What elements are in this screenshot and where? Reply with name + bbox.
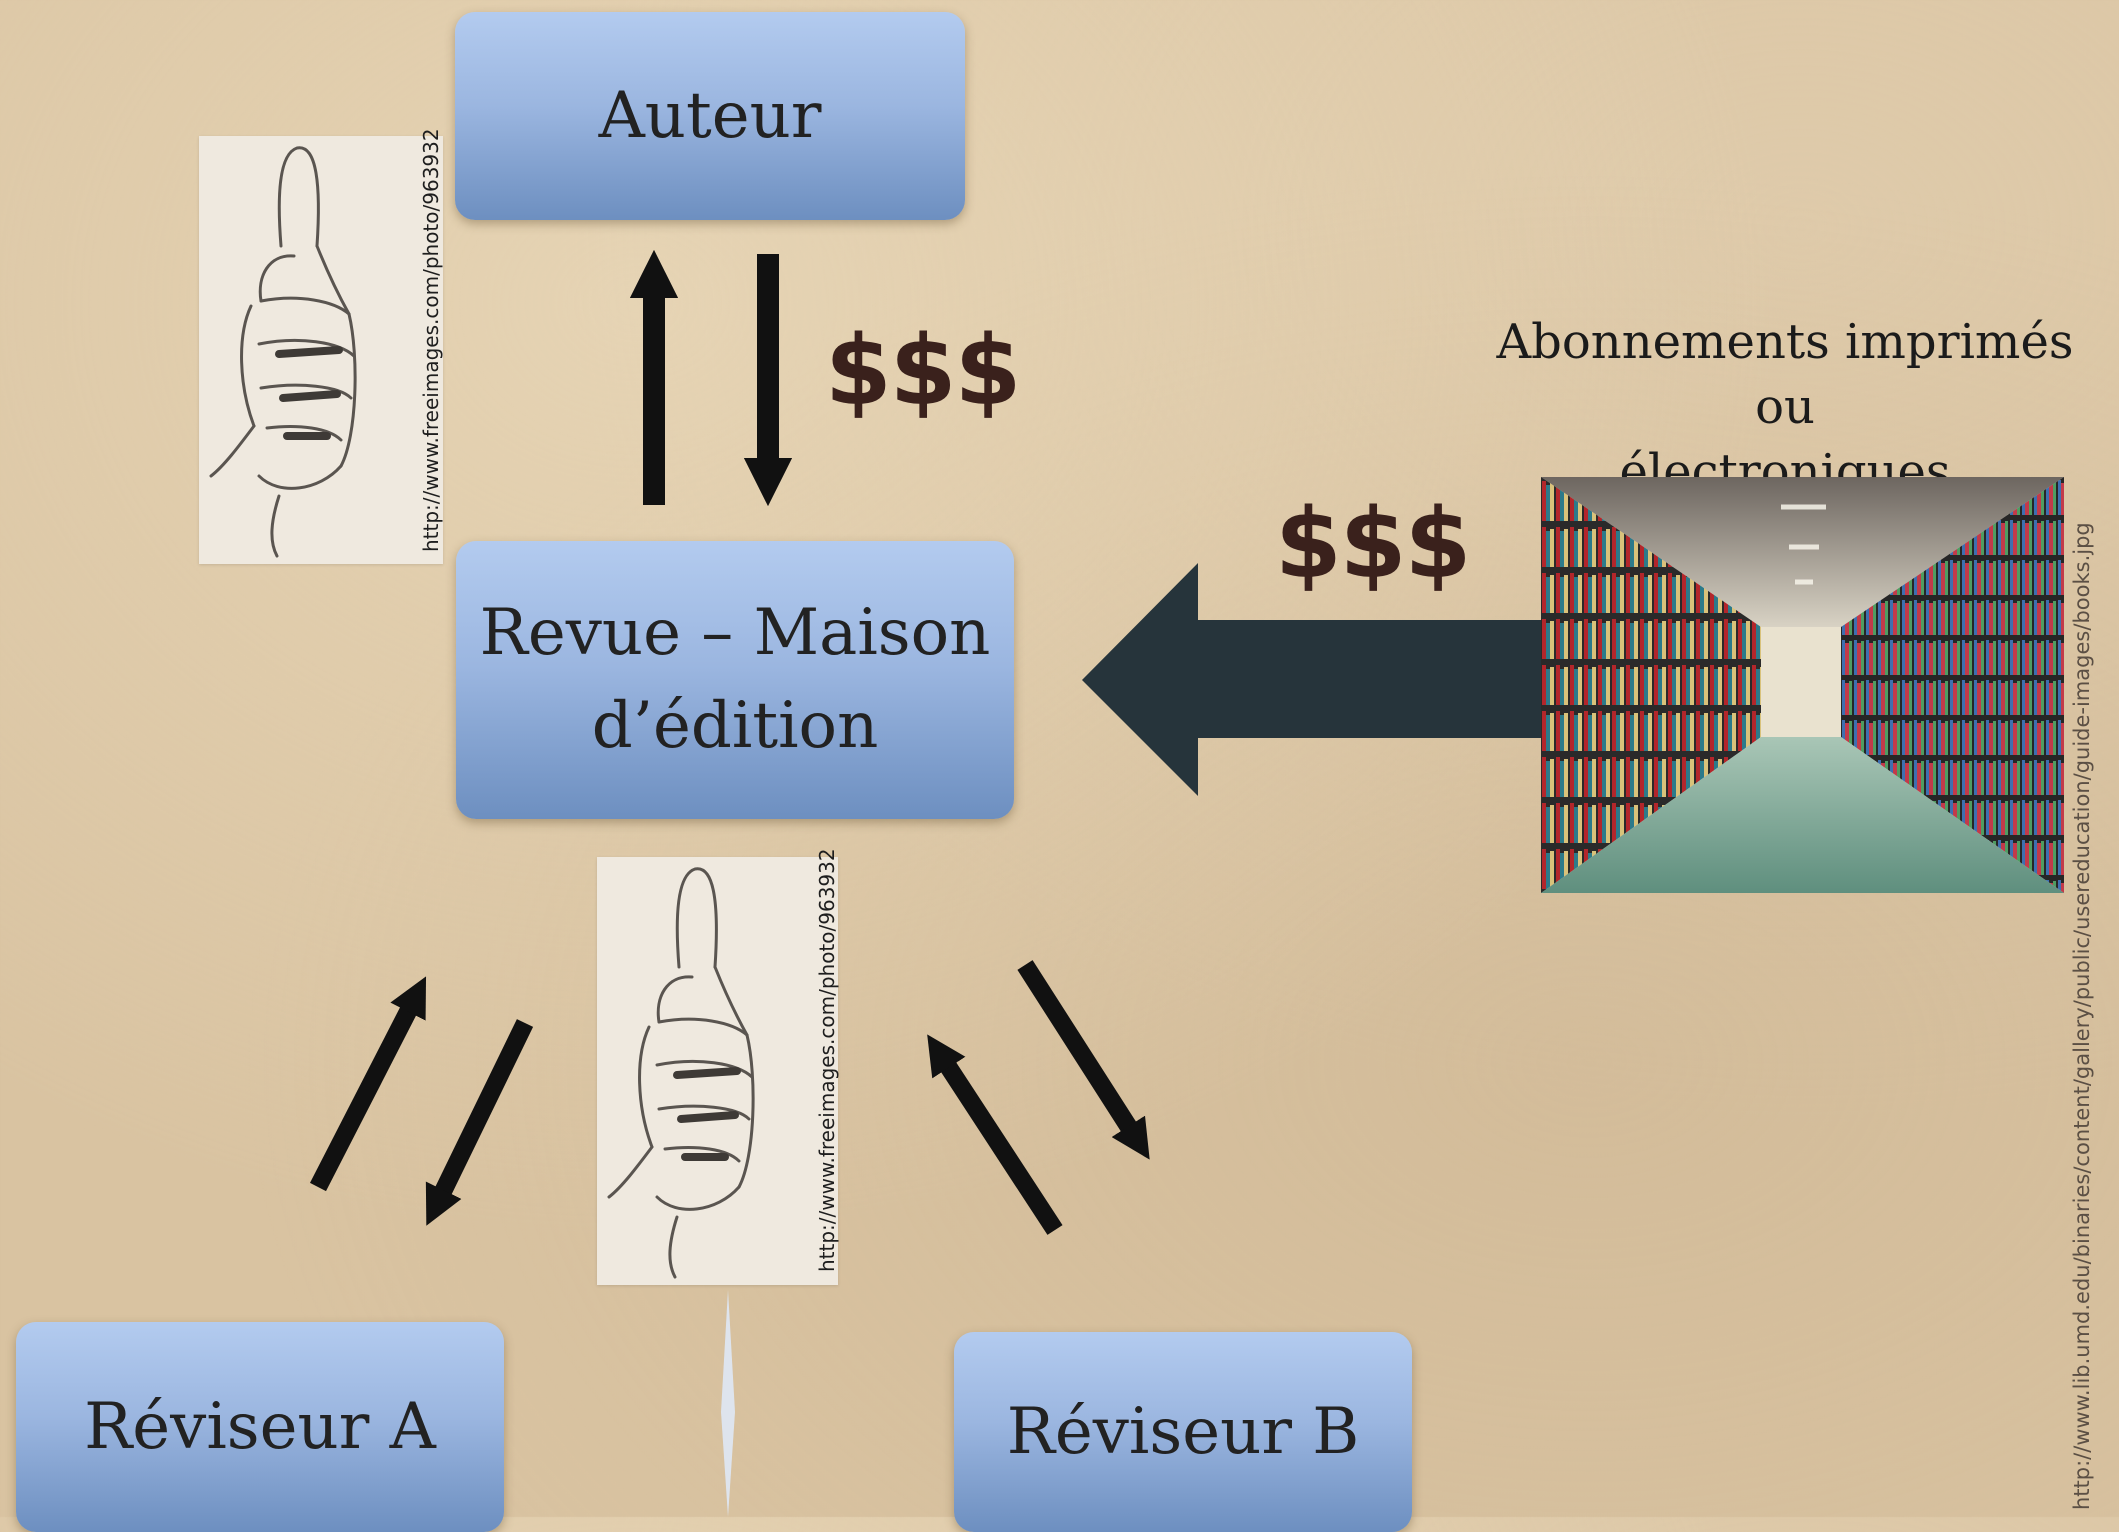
arrow-reviseur-b-to-revue (927, 1034, 1063, 1235)
abonnements-line1: Abonnements imprimés ou (1496, 314, 2074, 435)
arrow-library-to-revue (1082, 563, 1541, 796)
thumb-bottom-credit: http://www.freeimages.com/photo/963932 (815, 848, 839, 1272)
auteur-label: Auteur (598, 78, 822, 153)
thumbs-up-image-bottom (597, 857, 838, 1285)
divider-spike (721, 1290, 735, 1517)
thumbs-up-sketch-icon (607, 867, 755, 1279)
thumb-top-credit: http://www.freeimages.com/photo/963932 (419, 128, 443, 552)
revue-label-line1: Revue – Maison (479, 596, 991, 671)
dollars-label-subscriptions: $$$ (1275, 488, 1471, 600)
arrow-revue-to-reviseur-b (1017, 960, 1150, 1160)
revue-label-line2: d’édition (591, 689, 879, 763)
reviseur-a-label: Réviseur A (84, 1389, 436, 1464)
arrow-revue-to-reviseur-a (425, 1019, 534, 1226)
library-bookshelves-photo (1541, 477, 2064, 893)
library-image-credit: http://www.lib.umd.edu/binaries/content/… (2070, 522, 2094, 1510)
auteur-box: Auteur (455, 12, 965, 220)
thumbs-up-image-top (199, 136, 443, 564)
arrow-reviseur-a-to-revue (309, 976, 427, 1192)
abonnements-title: Abonnements imprimés ou électroniques (1475, 310, 2095, 504)
reviseur-b-box: Réviseur B (954, 1332, 1412, 1532)
revue-maison-edition-box: Revue – Maison d’édition (456, 541, 1014, 819)
library-bookshelves-image (1541, 477, 2064, 893)
reviseur-b-label: Réviseur B (1006, 1394, 1360, 1469)
reviseur-a-box: Réviseur A (16, 1322, 504, 1532)
thumbs-up-sketch-icon (209, 146, 357, 558)
dollars-label-author: $$$ (825, 315, 1021, 427)
